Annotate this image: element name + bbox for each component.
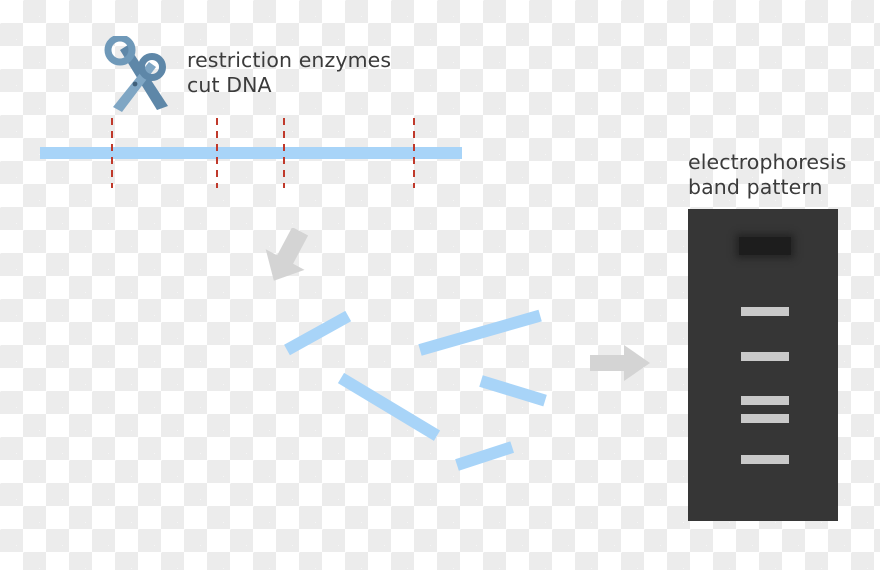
electrophoresis-label: electrophoresis band pattern bbox=[688, 150, 847, 199]
arrow-right-icon bbox=[590, 345, 650, 381]
dna-fragment bbox=[337, 372, 441, 441]
dna-fragment bbox=[284, 310, 352, 356]
cut-mark bbox=[413, 118, 415, 188]
cut-mark bbox=[111, 118, 113, 188]
dna-fragment bbox=[418, 309, 542, 356]
gel-band bbox=[741, 307, 789, 316]
electrophoresis-gel bbox=[688, 209, 838, 521]
gel-band bbox=[741, 396, 789, 405]
gel-band bbox=[741, 352, 789, 361]
scissors-icon bbox=[92, 34, 174, 114]
arrow-down-icon bbox=[256, 227, 318, 284]
cut-mark bbox=[216, 118, 218, 188]
dna-strand bbox=[40, 147, 462, 159]
dna-fragment bbox=[479, 375, 547, 407]
gel-well bbox=[739, 237, 791, 255]
dna-fragment bbox=[455, 441, 515, 471]
gel-band bbox=[741, 414, 789, 423]
cut-mark bbox=[283, 118, 285, 188]
gel-band bbox=[741, 455, 789, 464]
restriction-enzyme-label: restriction enzymes cut DNA bbox=[187, 48, 392, 97]
